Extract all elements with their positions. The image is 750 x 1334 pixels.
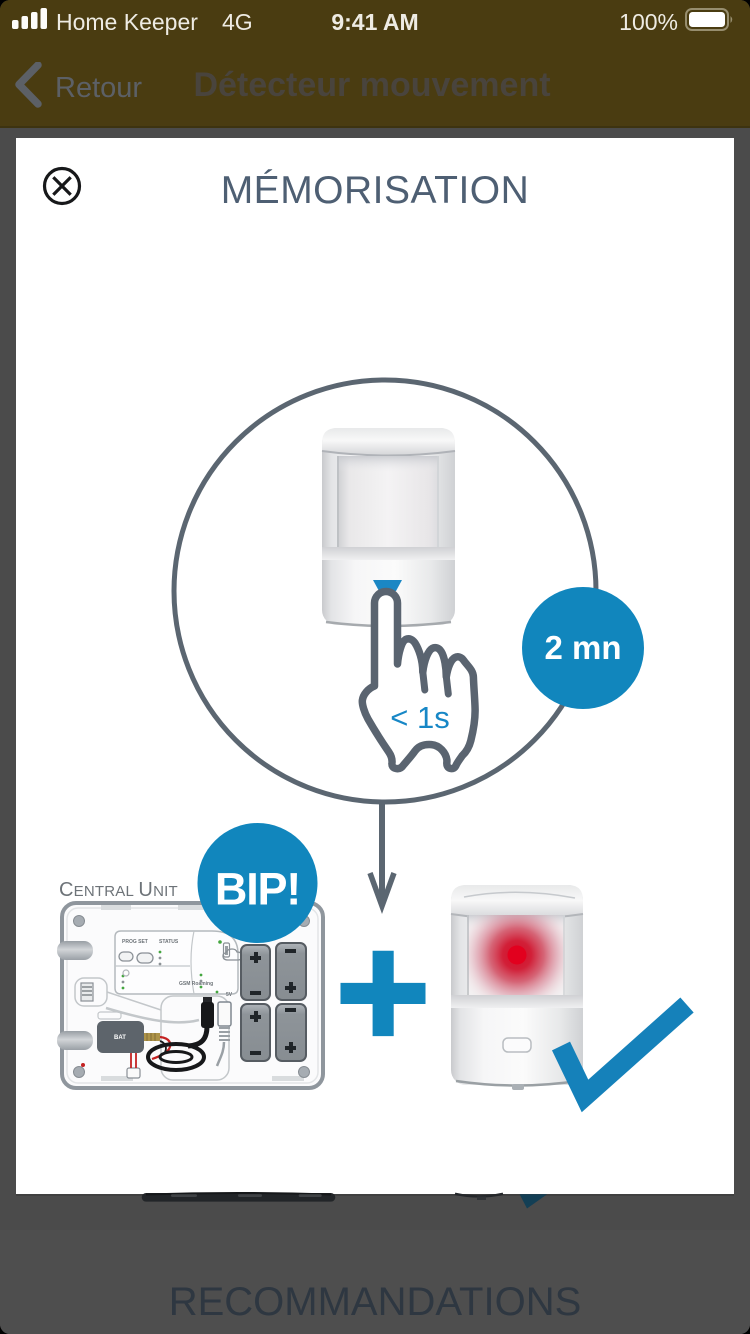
svg-text:2 mn: 2 mn <box>544 629 621 666</box>
svg-text:BIP!: BIP! <box>215 864 300 915</box>
svg-text:< 1s: < 1s <box>390 700 449 735</box>
svg-text:CENTRAL UNIT: CENTRAL UNIT <box>59 879 178 901</box>
svg-text:PROG SET: PROG SET <box>122 939 148 945</box>
svg-text:GSM Roaming: GSM Roaming <box>179 981 213 987</box>
svg-text:STATUS: STATUS <box>159 939 179 945</box>
svg-text:BAT: BAT <box>114 1035 126 1041</box>
svg-text:5V: 5V <box>226 992 233 998</box>
